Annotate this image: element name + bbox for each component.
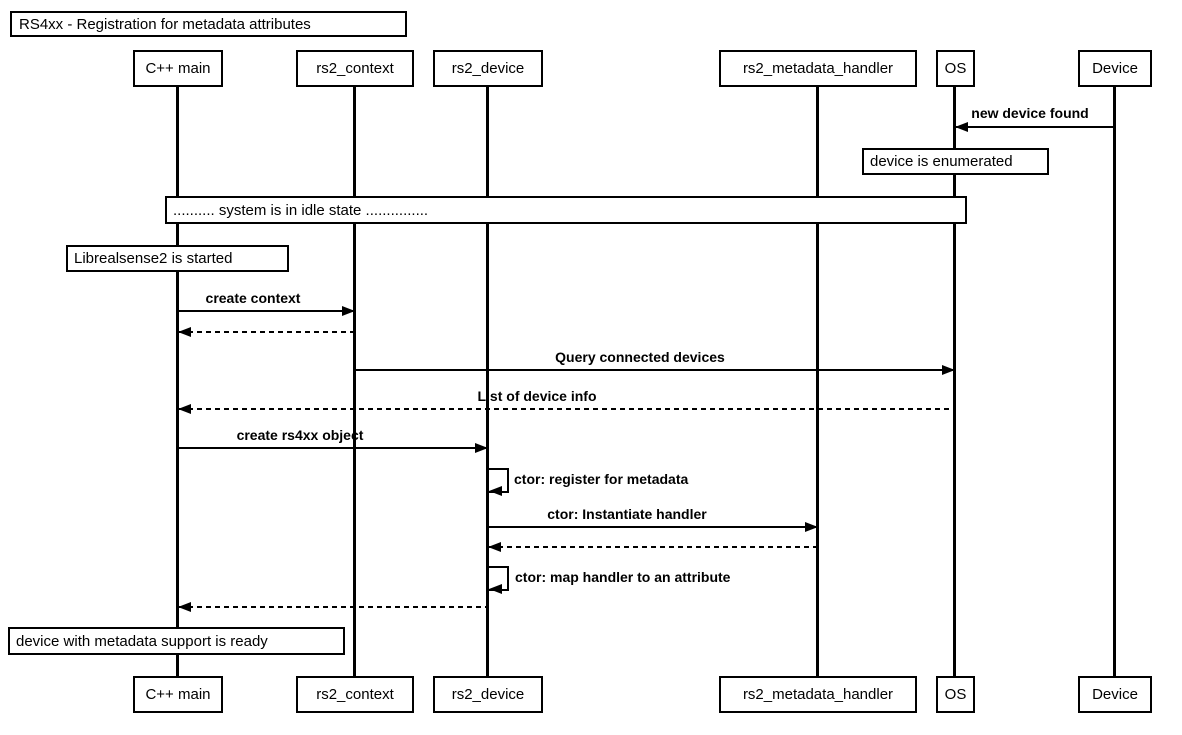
message-label-query-devices: Query connected devices: [555, 349, 725, 365]
message-label-map-handler: ctor: map handler to an attribute: [515, 569, 731, 585]
note-device-ready: device with metadata support is ready: [8, 627, 345, 655]
message-line-return-context: [179, 331, 355, 333]
message-label-instantiate-handler: ctor: Instantiate handler: [547, 506, 707, 522]
message-line-instantiate-handler: [488, 526, 818, 528]
actor-top-cpp-main: C++ main: [133, 50, 223, 87]
lifeline-rs2-context: [353, 87, 356, 676]
arrowhead-left-icon: [955, 122, 968, 132]
arrowhead-left-icon: [178, 602, 191, 612]
actor-label: Device: [1092, 686, 1138, 703]
note-system-idle-state: .......... system is in idle state .....…: [165, 196, 967, 224]
actor-bottom-rs2-context: rs2_context: [296, 676, 414, 713]
actor-label: rs2_device: [451, 686, 525, 703]
message-label-device-info: List of device info: [477, 388, 597, 404]
lifeline-device: [1113, 87, 1116, 676]
actor-label: OS: [944, 60, 967, 77]
actor-label: rs2_metadata_handler: [742, 686, 894, 703]
lifeline-rs2-metadata-handler: [816, 87, 819, 676]
arrowhead-left-icon: [489, 486, 502, 496]
actor-bottom-cpp-main: C++ main: [133, 676, 223, 713]
note-librealsense2-started: Librealsense2 is started: [66, 245, 289, 272]
actor-label: rs2_context: [316, 60, 394, 77]
actor-bottom-rs2-metadata-handler: rs2_metadata_handler: [719, 676, 917, 713]
arrowhead-left-icon: [488, 542, 501, 552]
actor-label: rs2_device: [451, 60, 525, 77]
diagram-title-box: RS4xx - Registration for metadata attrib…: [10, 11, 407, 37]
lifeline-os: [953, 87, 956, 676]
message-line-create-rs4xx: [178, 447, 488, 449]
arrowhead-right-icon: [342, 306, 355, 316]
message-line-device-info: [179, 408, 955, 410]
actor-bottom-device: Device: [1078, 676, 1152, 713]
actor-label: C++ main: [145, 686, 211, 703]
note-text: device with metadata support is ready: [16, 632, 268, 650]
note-text: .......... system is in idle state .....…: [173, 201, 429, 219]
note-text: device is enumerated: [870, 153, 1013, 170]
arrowhead-right-icon: [942, 365, 955, 375]
message-line-return-device: [179, 606, 488, 608]
actor-top-os: OS: [936, 50, 975, 87]
actor-top-rs2-metadata-handler: rs2_metadata_handler: [719, 50, 917, 87]
actor-top-rs2-device: rs2_device: [433, 50, 543, 87]
actor-top-rs2-context: rs2_context: [296, 50, 414, 87]
arrowhead-left-icon: [178, 404, 191, 414]
message-label-new-device-found: new device found: [971, 105, 1089, 121]
message-line-return-handler: [489, 546, 818, 548]
message-label-register-metadata: ctor: register for metadata: [514, 471, 689, 487]
arrowhead-left-icon: [489, 584, 502, 594]
actor-bottom-os: OS: [936, 676, 975, 713]
message-label-create-rs4xx: create rs4xx object: [236, 427, 364, 443]
actor-label: rs2_metadata_handler: [742, 60, 894, 77]
message-label-create-context: create context: [205, 290, 301, 306]
note-text: Librealsense2 is started: [74, 250, 233, 267]
actor-label: C++ main: [145, 60, 211, 77]
arrowhead-right-icon: [475, 443, 488, 453]
actor-label: OS: [944, 686, 967, 703]
actor-label: rs2_context: [316, 686, 394, 703]
note-device-is-enumerated: device is enumerated: [862, 148, 1049, 175]
arrowhead-right-icon: [805, 522, 818, 532]
actor-top-device: Device: [1078, 50, 1152, 87]
diagram-title: RS4xx - Registration for metadata attrib…: [19, 15, 311, 33]
actor-label: Device: [1092, 60, 1138, 77]
message-line-query-devices: [355, 369, 955, 371]
message-line-new-device-found: [956, 126, 1115, 128]
actor-bottom-rs2-device: rs2_device: [433, 676, 543, 713]
lifeline-rs2-device: [486, 87, 489, 676]
message-line-create-context: [178, 310, 355, 312]
arrowhead-left-icon: [178, 327, 191, 337]
lifeline-cpp-main: [176, 87, 179, 676]
